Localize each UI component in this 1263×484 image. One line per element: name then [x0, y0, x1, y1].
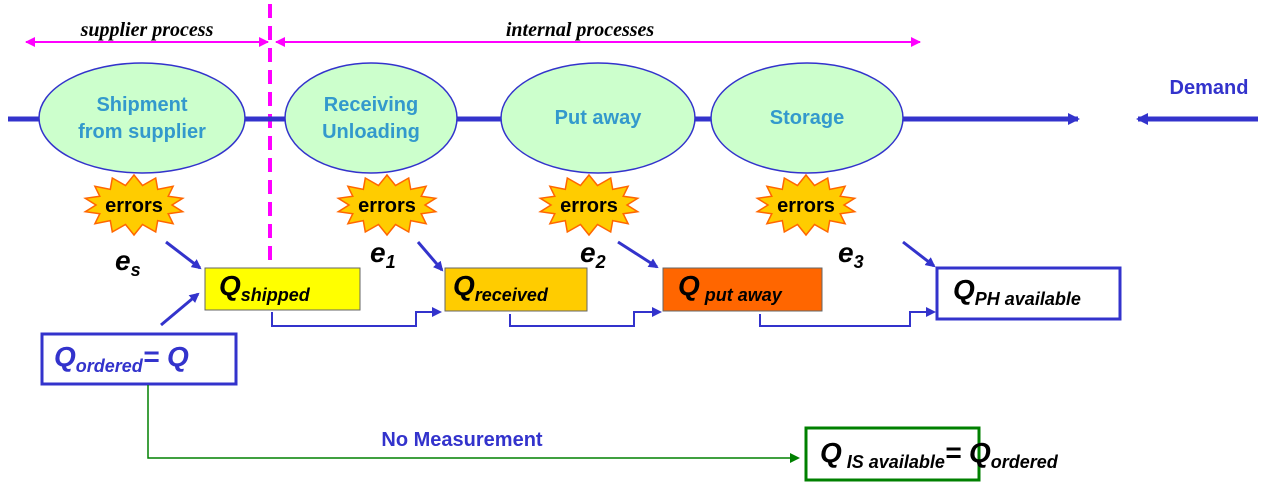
process-shape	[500, 62, 696, 174]
box-shape	[804, 426, 981, 482]
q-ordered-label: Qordered= Q	[54, 341, 189, 376]
internal-phase-label: internal processes	[506, 19, 655, 41]
box-shape	[40, 332, 238, 386]
process-label: Put away	[555, 107, 643, 129]
box-shape	[935, 266, 1122, 321]
q-is-available-label: Q IS available= Qordered	[820, 437, 1059, 472]
process-shipment: Shipment from supplier	[38, 62, 246, 174]
box-shape	[444, 267, 588, 312]
q-is-available-box: Q IS available= Qordered	[804, 426, 1059, 482]
q-ph-available-box: QPH available	[935, 266, 1122, 321]
star-shape	[83, 173, 185, 237]
error-arrow	[165, 240, 202, 270]
error-label: errors	[105, 195, 163, 217]
process-label: Shipment	[96, 94, 187, 116]
q-ordered-box: Qordered= Q	[40, 332, 238, 386]
q-received-box: Qreceived	[444, 267, 588, 312]
q-shipped-box: Qshipped	[204, 267, 361, 311]
demand-label: Demand	[1170, 77, 1249, 99]
error-label: errors	[358, 195, 416, 217]
no-measurement-label: No Measurement	[381, 429, 542, 451]
error-label: errors	[560, 195, 618, 217]
error-term-e2: e2	[580, 237, 606, 272]
star-shape	[538, 173, 640, 237]
process-label: Receiving	[324, 94, 418, 116]
star-shape	[755, 173, 857, 237]
error-term-e1: e1	[370, 237, 396, 272]
process-shape	[38, 62, 246, 174]
ordered-to-shipped-arrow	[160, 292, 200, 327]
error-term-es: es	[115, 245, 141, 280]
error-star-receiving: errors	[336, 173, 438, 237]
q-putaway-box: Q put away	[662, 267, 823, 312]
q-received-label: Qreceived	[453, 270, 549, 305]
error-arrow	[617, 240, 659, 269]
received-to-putaway-arrow	[509, 307, 662, 327]
q-ph-available-label: QPH available	[953, 274, 1081, 309]
process-storage: Storage	[710, 62, 904, 174]
error-label: errors	[777, 195, 835, 217]
q-putaway-label: Q put away	[678, 270, 783, 305]
supplier-phase-label: supplier process	[80, 19, 214, 41]
error-arrow	[902, 240, 936, 268]
process-label: from supplier	[78, 121, 206, 143]
process-receiving: Receiving Unloading	[284, 62, 458, 174]
no-measurement-arrow	[147, 385, 800, 463]
process-label: Storage	[770, 107, 844, 129]
process-shape	[710, 62, 904, 174]
process-label: Unloading	[322, 121, 420, 143]
box-shape	[204, 267, 361, 311]
error-star-storage: errors	[755, 173, 857, 237]
process-put-away: Put away	[500, 62, 696, 174]
shipped-to-received-arrow	[271, 307, 442, 327]
error-arrow	[416, 241, 444, 272]
error-star-put-away: errors	[538, 173, 640, 237]
putaway-to-ph-arrow	[759, 307, 936, 327]
q-shipped-label: Qshipped	[219, 270, 311, 305]
process-shape	[284, 62, 458, 174]
star-shape	[336, 173, 438, 237]
box-shape	[662, 267, 823, 312]
error-star-supplier: errors	[83, 173, 185, 237]
error-term-e3: e3	[838, 237, 864, 272]
